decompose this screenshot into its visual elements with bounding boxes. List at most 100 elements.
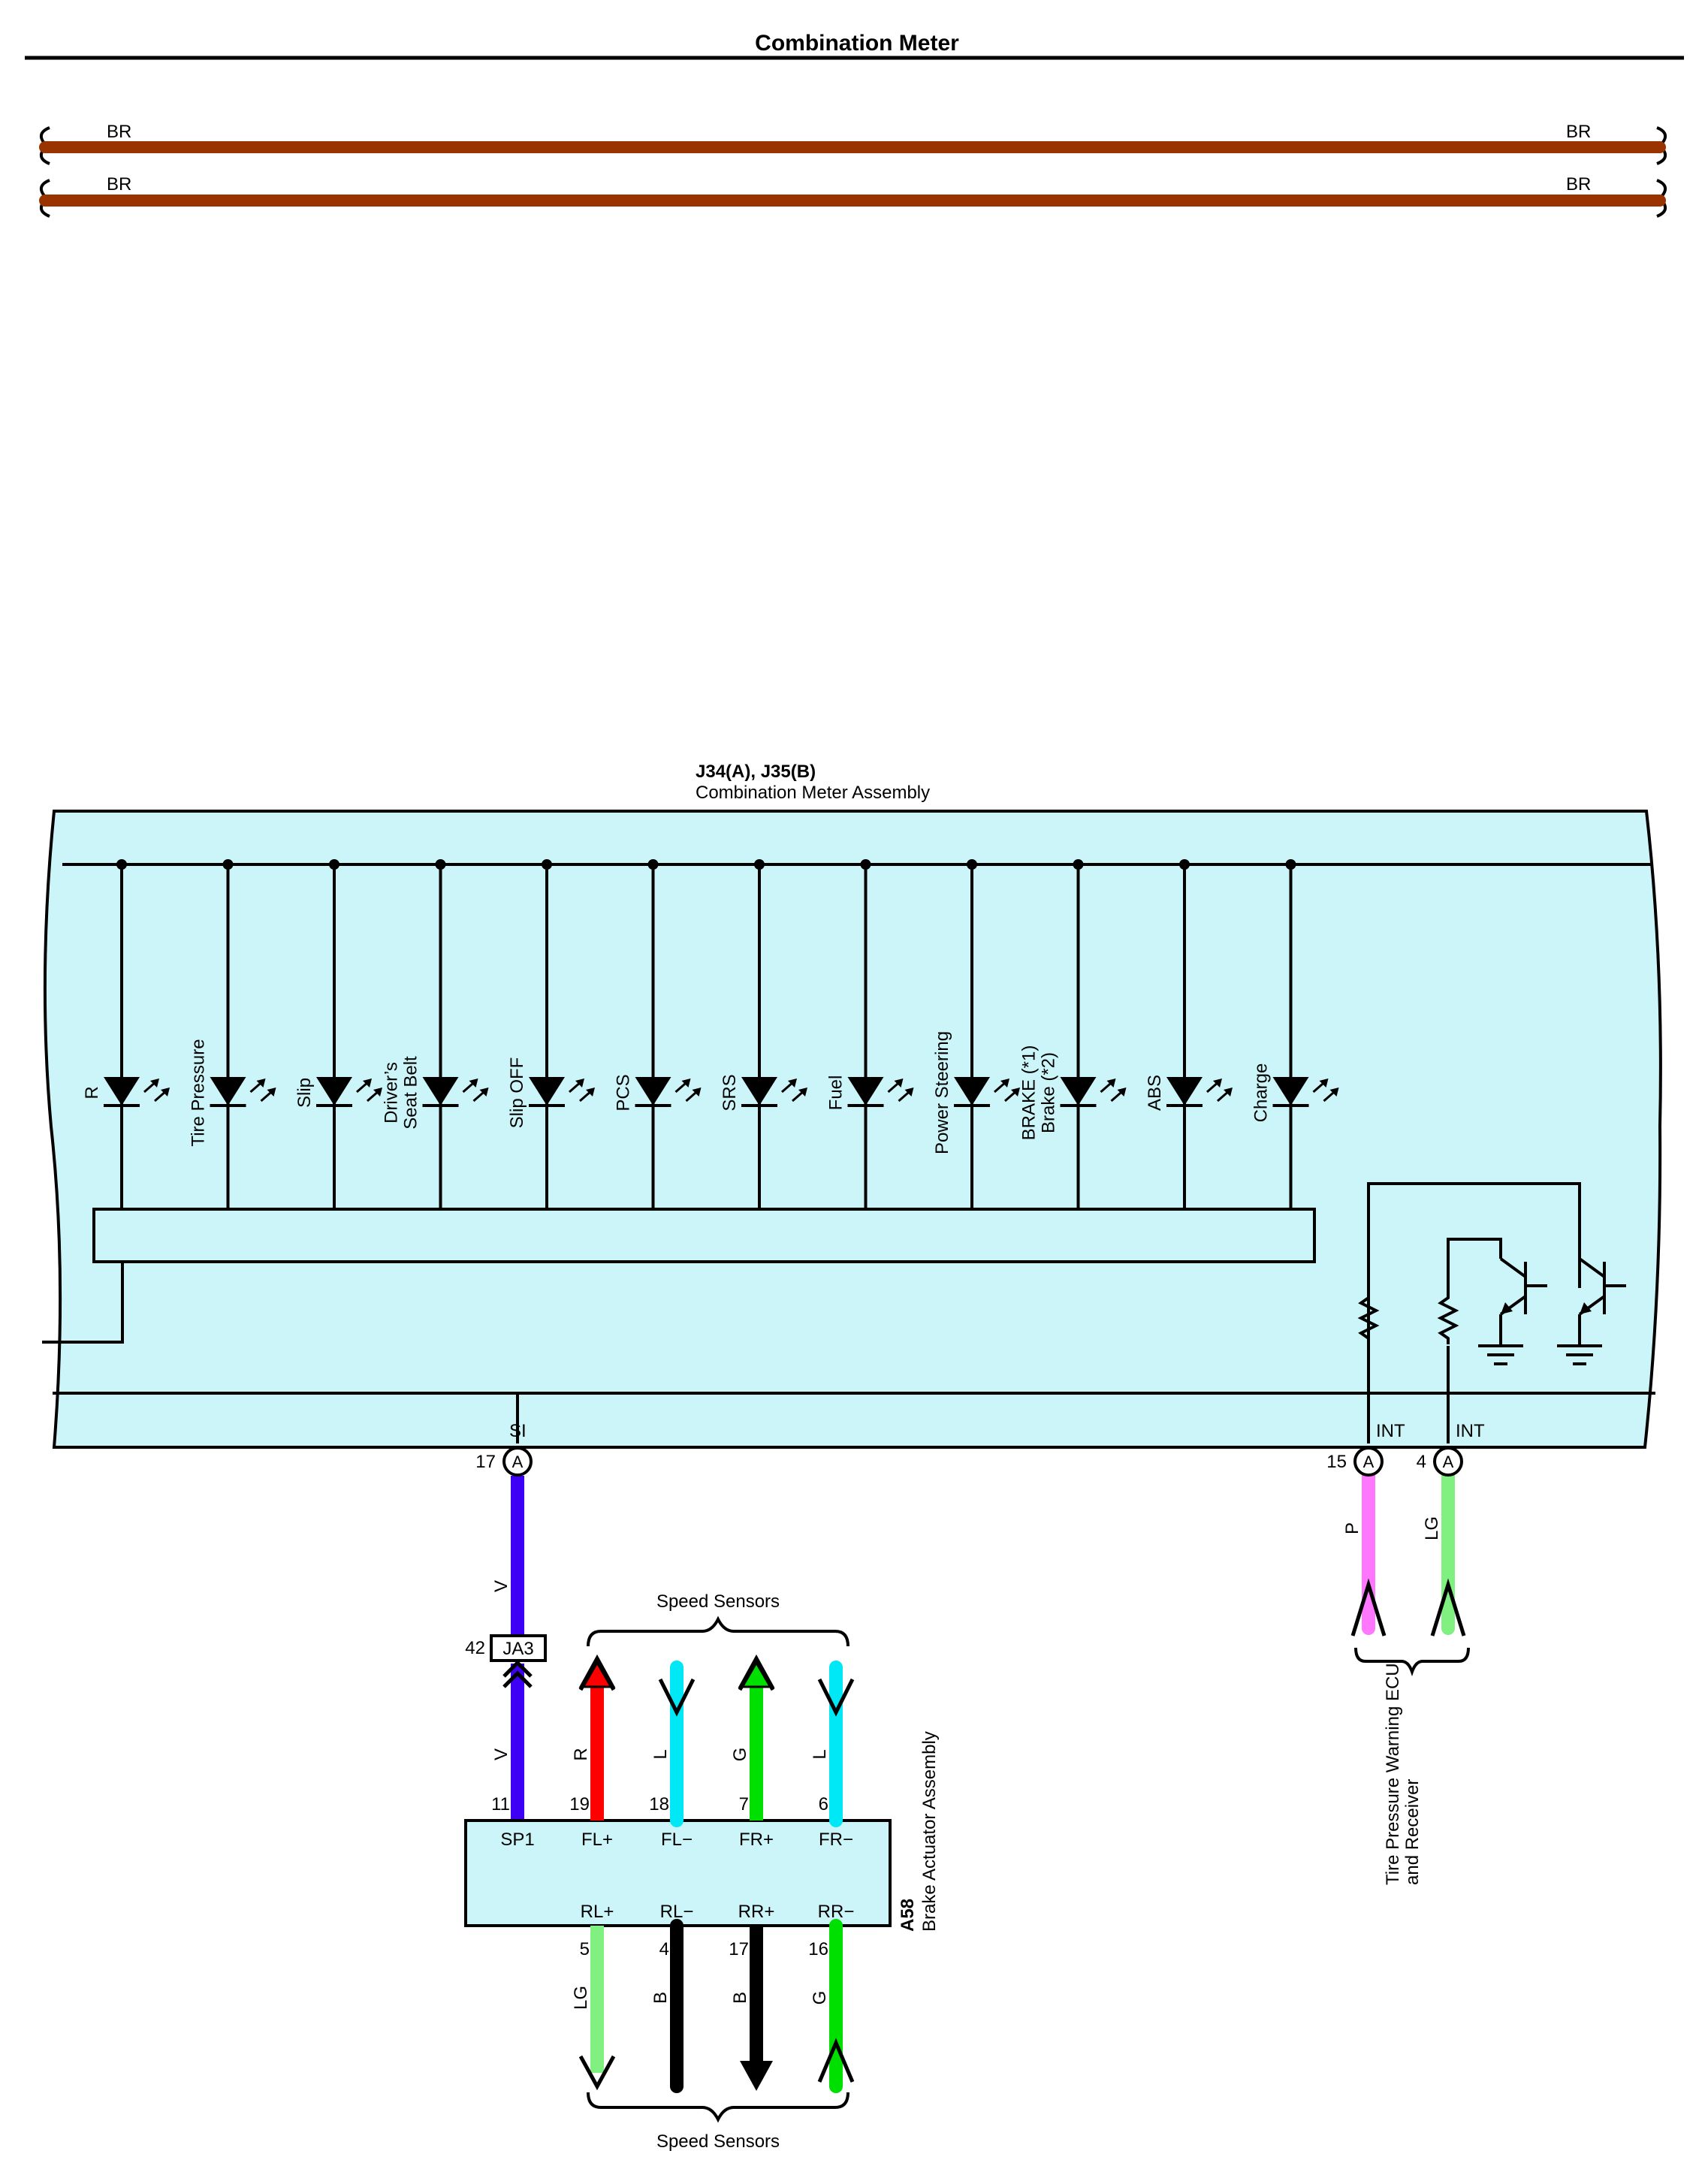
actuator-pin-top: FL+19R	[569, 1654, 616, 1850]
svg-text:A: A	[1363, 1452, 1375, 1471]
connector-int2: A 4	[1417, 1446, 1463, 1477]
connector-int1: A 15	[1326, 1446, 1384, 1477]
indicator-lamp: Power Steering	[932, 859, 1020, 1209]
indicator-lamp: SRS	[720, 859, 807, 1209]
led-icon	[422, 1077, 459, 1106]
wire-color-label: P	[1342, 1522, 1362, 1534]
led-icon	[741, 1077, 777, 1106]
speed-sensors-brace-top	[587, 1615, 849, 1647]
led-icon	[1166, 1077, 1203, 1106]
tpms-interface-circuit	[1357, 1182, 1626, 1443]
speed-sensors-label-bottom: Speed Sensors	[656, 2131, 780, 2152]
terminal-name: RL+	[581, 1902, 614, 1922]
svg-text:A: A	[512, 1452, 524, 1471]
resistor-symbol	[1357, 1292, 1380, 1344]
terminal-name: RR+	[738, 1902, 775, 1922]
terminal-name: FR−	[819, 1830, 853, 1850]
indicator-label: ABS	[1145, 1075, 1165, 1111]
pin-number: 7	[739, 1794, 749, 1814]
junction-ja3	[490, 1634, 547, 1662]
pin-number: 16	[808, 1939, 828, 1959]
indicator-lamp: ABS	[1145, 859, 1233, 1209]
actuator-pin-top: SP1 11	[491, 1794, 535, 1850]
actuator-pin-group: SP111FL+19RFL−18LFR+7GFR−6LRL+5LGRL−4BRR…	[491, 1654, 855, 2093]
indicator-label: Brake (*2)	[1039, 1052, 1059, 1133]
indicator-label: Slip OFF	[507, 1057, 527, 1129]
led-icon	[1060, 1077, 1097, 1106]
terminal-name-int: INT	[1376, 1421, 1405, 1441]
indicator-label: SRS	[720, 1074, 740, 1111]
indicator-label: Tire Pressure	[189, 1039, 209, 1146]
indicator-lamp: Slip	[294, 859, 382, 1209]
indicator-lamp: BRAKE (*1)Brake (*2)	[1019, 859, 1127, 1209]
r-indicator-return	[42, 1262, 124, 1344]
pin-number: 17	[729, 1939, 749, 1959]
terminal-name: RR−	[818, 1902, 855, 1922]
pin-number: 6	[819, 1794, 828, 1814]
terminal-name: SP1	[500, 1830, 534, 1850]
indicator-lamp: R	[82, 859, 170, 1209]
pin-number: 4	[1417, 1452, 1426, 1472]
indicator-lamp: Tire Pressure	[189, 859, 276, 1209]
top-wire-lower: BR BR	[39, 174, 1667, 218]
speed-sensors-brace-bottom	[587, 2092, 849, 2123]
indicator-label: Fuel	[826, 1075, 846, 1111]
pin-number: 17	[475, 1452, 496, 1472]
indicator-label: PCS	[614, 1074, 634, 1111]
indicator-label: Charge	[1251, 1063, 1272, 1123]
svg-text:A: A	[1443, 1452, 1454, 1471]
brake-actuator-box	[464, 1819, 892, 1927]
resistor-symbol	[1437, 1238, 1502, 1344]
wire-color-label: V	[491, 1748, 511, 1760]
svg-text:and Receiver: and Receiver	[1402, 1779, 1423, 1885]
indicator-lamp: PCS	[614, 859, 702, 1209]
wire-color-label: L	[650, 1749, 671, 1759]
actuator-pin-top: FR−6L	[810, 1661, 855, 1850]
led-icon	[529, 1077, 565, 1106]
indicator-lamp: Fuel	[826, 859, 914, 1209]
indicator-label: BRAKE (*1)	[1019, 1045, 1040, 1141]
pin-number: 19	[569, 1794, 590, 1814]
actuator-pin-top: FL−18L	[649, 1661, 696, 1850]
indicator-label: Slip	[294, 1078, 315, 1108]
led-icon	[635, 1077, 671, 1106]
indicator-label: Driver’s	[382, 1062, 402, 1124]
wire-color-label: BR	[1566, 174, 1591, 195]
actuator-name: Brake Actuator Assembly	[919, 1731, 940, 1932]
actuator-pin-bottom: RR+17B	[729, 1902, 774, 2091]
terminal-name: RL−	[660, 1902, 694, 1922]
meter-name: Combination Meter Assembly	[696, 783, 930, 803]
indicator-lamp: Slip OFF	[507, 859, 595, 1209]
tpms-label: Tire Pressure Warning ECU and Receiver	[1383, 1663, 1423, 1885]
actuator-pin-top: FR+7G	[730, 1654, 775, 1850]
pin-number: 4	[659, 1939, 669, 1959]
terminal-name: FL+	[581, 1830, 613, 1850]
actuator-pin-bottom: RR−16G	[808, 1902, 855, 2093]
terminal-name-int: INT	[1456, 1421, 1485, 1441]
indicator-control-block	[92, 1208, 1316, 1263]
wire-color-label: BR	[107, 122, 131, 142]
pin-number: 5	[580, 1939, 590, 1959]
meter-panel	[43, 810, 1662, 1449]
page-title: Combination Meter	[755, 31, 959, 56]
indicator-label: Power Steering	[932, 1031, 952, 1154]
indicator-label: Seat Belt	[401, 1056, 421, 1130]
pin-number: 11	[491, 1794, 510, 1814]
pin-number: 42	[465, 1638, 485, 1658]
actuator-connector-id: A58	[898, 1899, 918, 1932]
terminal-name-si: SI	[509, 1421, 527, 1441]
wire-color-label: LG	[1422, 1516, 1442, 1540]
led-icon	[210, 1077, 246, 1106]
wire-color-label: LG	[571, 1986, 591, 2010]
pin-number: 15	[1326, 1452, 1347, 1472]
led-icon	[104, 1077, 140, 1106]
led-icon	[316, 1077, 352, 1106]
actuator-pin-bottom: RL+ 5LG	[571, 1902, 616, 2091]
led-icon	[954, 1077, 990, 1106]
junction-name: JA3	[502, 1639, 533, 1659]
terminal-name: FR+	[739, 1830, 774, 1850]
terminal-name: FL−	[661, 1830, 693, 1850]
tpms-brace	[1354, 1647, 1470, 1676]
